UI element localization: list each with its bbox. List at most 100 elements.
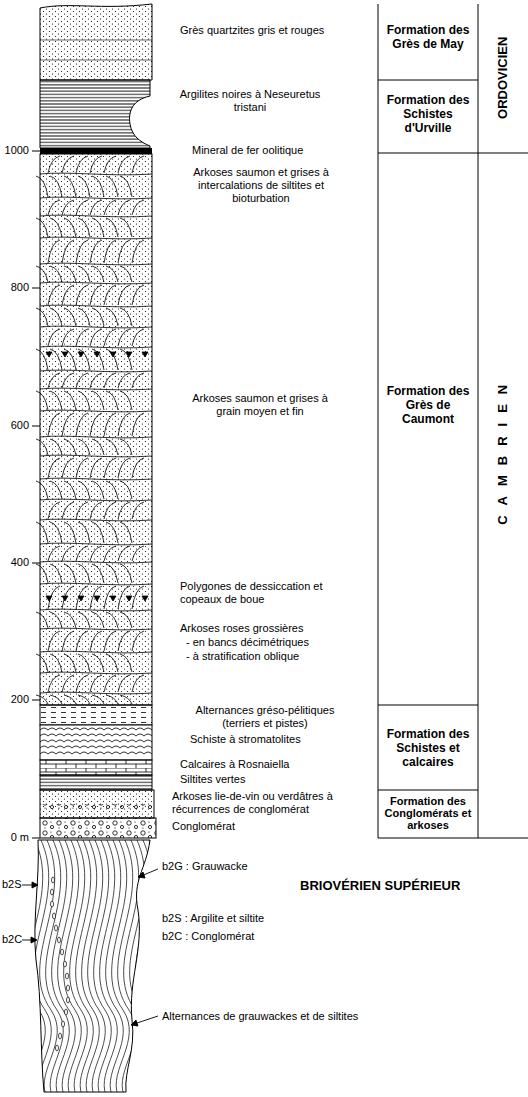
bed-stroke [36, 612, 48, 628]
bed-stroke [78, 695, 90, 704]
bed-stroke [120, 564, 132, 583]
lithology-note: Arkoses saumon et grises à grain moyen e… [180, 392, 340, 418]
bed-stroke [92, 654, 104, 672]
bed-stroke [92, 218, 104, 237]
scale-number: 400 [0, 556, 29, 569]
bed-stroke [50, 176, 62, 197]
bed-stroke [92, 481, 104, 499]
bed-stroke [90, 458, 102, 478]
bed-stroke [40, 282, 152, 284]
mudcrack-mark [94, 596, 100, 601]
bed-stroke [104, 413, 116, 436]
bed-stroke [62, 373, 74, 388]
bed-stroke [132, 329, 144, 346]
bed-stroke [40, 628, 152, 630]
lithology-note: Polygones de dessiccation et copeaux de … [180, 580, 350, 606]
bed-stroke [76, 502, 88, 519]
bed-stroke [40, 370, 152, 372]
bed-stroke [120, 481, 132, 499]
bed-stroke [58, 838, 76, 1095]
bed-stroke [100, 838, 118, 1095]
bed-stroke [118, 838, 136, 1095]
bed-stroke [92, 522, 104, 543]
bed-stroke [106, 612, 118, 628]
pebble [51, 889, 54, 895]
bed-stroke [50, 612, 62, 628]
bed-stroke [118, 458, 130, 478]
lithology-note: Alternances de grauwackes et de siltites [162, 1010, 462, 1023]
bed-stroke [40, 561, 152, 563]
bed-stroke [40, 651, 152, 653]
bed-stroke [76, 675, 88, 692]
bed-stroke [62, 413, 74, 436]
bed-stroke [78, 176, 90, 197]
bed-stroke [92, 564, 104, 583]
bed-stroke [40, 436, 152, 438]
bed-stroke [78, 481, 90, 499]
scale-number: 1000 [0, 144, 29, 157]
bed-stroke [118, 156, 130, 173]
bed-stroke [62, 675, 74, 692]
bed-stroke [166, 838, 184, 1095]
pebble [61, 949, 64, 955]
bed-stroke [106, 695, 118, 704]
bed-stroke [48, 240, 60, 263]
bed-stroke [104, 240, 116, 263]
pebble [52, 877, 55, 883]
bed-stroke [36, 522, 48, 543]
mudcrack-mark [110, 352, 116, 357]
bed-stroke [136, 838, 154, 1095]
bed-stroke [92, 349, 104, 370]
bed-stroke [120, 266, 132, 282]
bed-stroke [82, 838, 100, 1095]
pebble [65, 1009, 68, 1015]
bed-stroke [106, 218, 118, 237]
bed-stroke [120, 391, 132, 410]
bed-stroke [36, 439, 48, 455]
bed-stroke [40, 197, 152, 199]
bed-stroke [90, 329, 102, 346]
bed-stroke [52, 838, 70, 1095]
bed-stroke [40, 478, 152, 480]
bed-stroke [76, 413, 88, 436]
bed-stroke [64, 391, 76, 410]
bed-stroke [88, 838, 106, 1095]
pebble [67, 985, 70, 991]
bed-stroke [90, 413, 102, 436]
bed-stroke [4, 838, 22, 1095]
bed-stroke [104, 156, 116, 173]
bed-stroke [92, 612, 104, 628]
bed-stroke [106, 176, 118, 197]
bed-stroke [90, 240, 102, 263]
bed-stroke [40, 543, 152, 545]
mudcrack-mark [78, 352, 84, 357]
bed-stroke [120, 218, 132, 237]
bed-stroke [62, 200, 74, 215]
lithology-note: Argilites noires à Neseuretus tristani [175, 88, 325, 114]
scale-number: 600 [0, 419, 29, 432]
bed-stroke [78, 266, 90, 282]
bed-stroke [104, 285, 116, 305]
bed-stroke [62, 502, 74, 519]
lithology-note: Siltites vertes [180, 773, 370, 786]
bed-stroke [90, 285, 102, 305]
bed-stroke [90, 586, 102, 609]
mudcrack-mark [62, 596, 68, 601]
bed-stroke [160, 838, 178, 1095]
bed-stroke [50, 481, 62, 499]
bed-stroke [62, 156, 74, 173]
bed-stroke [78, 612, 90, 628]
bed-stroke [48, 502, 60, 519]
bed-stroke [50, 695, 62, 704]
bed-stroke [50, 218, 62, 237]
bed-stroke [104, 546, 116, 561]
bed-stroke [118, 675, 130, 692]
bed-stroke [132, 546, 144, 561]
bed-stroke [62, 546, 74, 561]
bed-stroke [106, 522, 118, 543]
bed-stroke [92, 391, 104, 410]
bed-stroke [48, 631, 60, 651]
bed-stroke [90, 502, 102, 519]
bed-stroke [154, 838, 172, 1095]
bed-stroke [40, 499, 152, 501]
